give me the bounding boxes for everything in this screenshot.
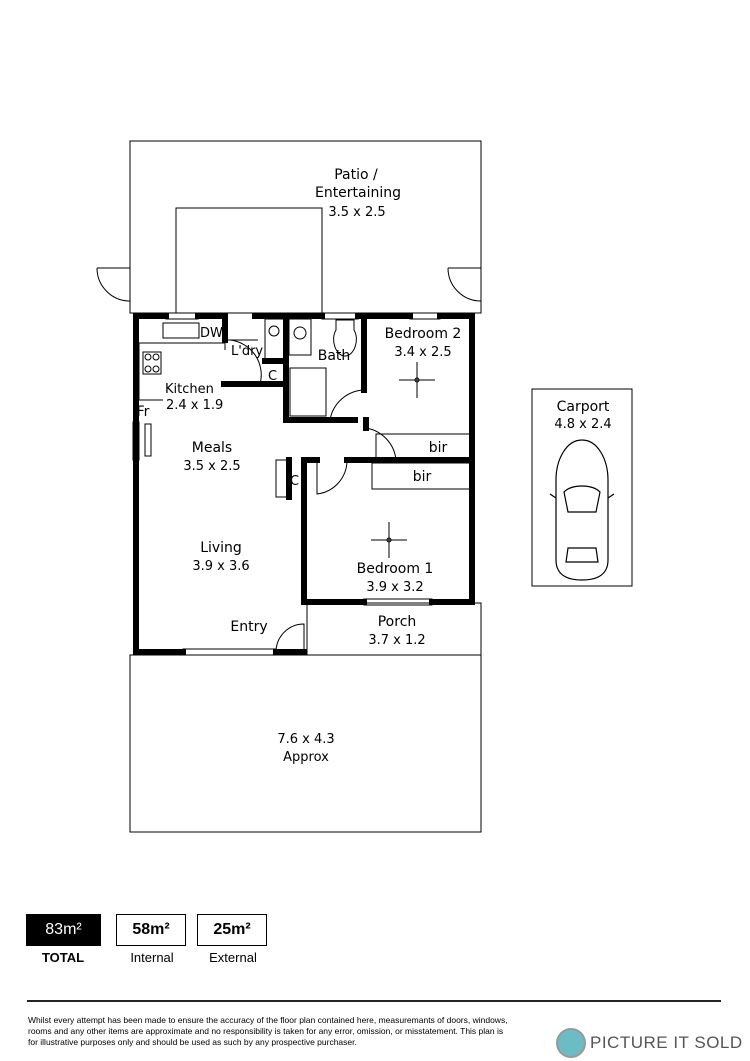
yard-size: 7.6 x 4.3	[277, 732, 334, 747]
bedroom1-bir-label: bir	[413, 469, 432, 485]
logo-text: PICTURE IT SOLD	[590, 1033, 743, 1052]
toilet-icon	[333, 319, 357, 357]
bedroom1-size: 3.9 x 3.2	[366, 580, 423, 595]
porch-outline	[306, 602, 482, 656]
internal-area-box: 58m²	[116, 914, 186, 946]
ceiling-fan-icon	[371, 522, 407, 558]
dishwasher-label: DW	[200, 326, 223, 341]
laundry-cupboard-label: C	[268, 369, 277, 384]
carport-label: Carport	[557, 399, 610, 415]
internal-area-label: Internal	[130, 950, 174, 965]
kitchen-label: Kitchen	[165, 382, 214, 397]
porch-label: Porch	[378, 614, 417, 630]
patio-size: 3.5 x 2.5	[328, 205, 385, 220]
porch-size: 3.7 x 1.2	[368, 633, 425, 648]
kitchen-sink-icon	[162, 322, 200, 339]
bedroom1-label: Bedroom 1	[357, 561, 434, 577]
patio-inner	[175, 207, 323, 314]
cooktop-icon	[142, 351, 162, 375]
yard-note: Approx	[283, 750, 329, 765]
fixtures	[138, 318, 473, 653]
divider	[27, 1000, 721, 1002]
total-area-label: TOTAL	[41, 950, 85, 965]
bedroom2-label: Bedroom 2	[385, 326, 462, 342]
car-icon	[549, 439, 615, 581]
bath-label: Bath	[318, 348, 351, 364]
carport-outline	[531, 388, 633, 587]
kitchen-size: 2.4 x 1.9	[166, 398, 223, 413]
external-area-box: 25m²	[197, 914, 267, 946]
floor-plan: Patio / Entertaining 3.5 x 2.5 DW L'dry …	[96, 140, 633, 833]
patio-outline	[129, 140, 482, 314]
total-area-box: 83m²	[26, 914, 101, 946]
patio-door-right-icon	[447, 267, 482, 302]
ceiling-fan-icon	[399, 362, 435, 398]
entry-label: Entry	[230, 619, 267, 635]
meals-size: 3.5 x 2.5	[183, 459, 240, 474]
patio-door-left-icon	[96, 267, 131, 302]
external-area-label: External	[209, 950, 257, 965]
living-size: 3.9 x 3.6	[192, 559, 249, 574]
bedroom2-bir-label: bir	[429, 440, 448, 456]
living-label: Living	[200, 540, 242, 556]
disclaimer: Whilst every attempt has been made to en…	[28, 1015, 508, 1047]
laundry-tub-icon	[264, 318, 287, 362]
logo-camera-icon	[556, 1028, 586, 1058]
shower-icon	[289, 367, 327, 417]
fridge-label: Fr	[137, 404, 150, 420]
patio-label: Patio /	[334, 167, 378, 183]
carport-size: 4.8 x 2.4	[554, 417, 611, 432]
basin-icon	[288, 318, 312, 356]
laundry-label: L'dry	[231, 344, 263, 359]
fridge-icon	[144, 423, 152, 457]
bedroom2-size: 3.4 x 2.5	[394, 345, 451, 360]
meals-label: Meals	[192, 440, 232, 456]
meals-cupboard-label: C	[290, 474, 299, 489]
logo: PICTURE IT SOLD	[556, 1028, 743, 1058]
patio-label-2: Entertaining	[315, 185, 401, 201]
